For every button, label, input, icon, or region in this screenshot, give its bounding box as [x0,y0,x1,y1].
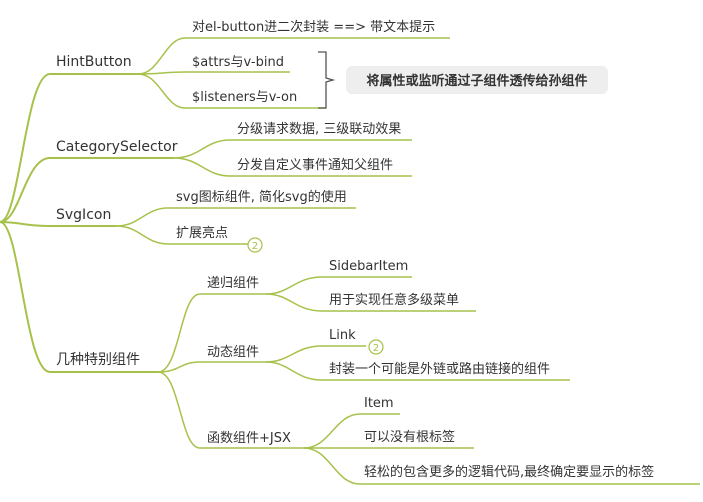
branch-categoryselector[interactable]: CategorySelector [56,139,178,155]
leaf-listeners-von[interactable]: $listeners与v-on [192,90,297,105]
leaf-dispatch-event[interactable]: 分发自定义事件通知父组件 [237,157,393,173]
link-badge[interactable]: 2 [368,339,384,355]
link-badge-count: 2 [373,343,379,354]
leaf-attrs-vbind[interactable]: $attrs与v-bind [192,55,284,70]
summary-node[interactable]: 将属性或监听通过子组件透传给孙组件 [346,66,608,94]
leaf-svg-component[interactable]: svg图标组件, 简化svg的使用 [176,189,347,205]
leaf-no-root-tag[interactable]: 可以没有根标签 [364,429,455,445]
leaf-wrap-link[interactable]: 封装一个可能是外链或路由链接的组件 [329,361,550,377]
leaf-labels: 对el-button进二次封装 ==> 带文本提示 $attrs与v-bind … [176,19,654,480]
branch-connectors [0,73,174,373]
leaf-sidebar-item[interactable]: SidebarItem [329,259,408,274]
connector-hintbutton [0,73,138,223]
connector-special [0,221,158,373]
node-dynamic[interactable]: 动态组件 [207,345,259,360]
connector-categoryselector [0,157,174,223]
summary-bracket [318,51,336,109]
branch-special-components[interactable]: 几种特别组件 [56,352,140,368]
leaf-secondary-wrap[interactable]: 对el-button进二次封装 ==> 带文本提示 [192,19,435,35]
svgicon-badge-count: 2 [252,241,258,252]
node-recursive[interactable]: 递归组件 [207,276,259,291]
leaf-tiered-request[interactable]: 分级请求数据, 三级联动效果 [237,122,401,137]
sub-connectors [115,37,700,485]
svgicon-badge[interactable]: 2 [246,237,263,253]
node-functional[interactable]: 函数组件+JSX [207,431,291,446]
leaf-extension-highlights[interactable]: 扩展亮点 [176,225,228,241]
main-branch-labels: HintButton CategorySelector SvgIcon 几种特别… [56,54,178,368]
summary-text: 将属性或监听通过子组件透传给孙组件 [366,73,587,89]
connector-svgicon [0,221,116,227]
branch-svgicon[interactable]: SvgIcon [56,207,111,223]
leaf-item[interactable]: Item [364,396,394,411]
leaf-more-logic[interactable]: 轻松的包含更多的逻辑代码,最终确定要显示的标签 [364,464,654,480]
leaf-link[interactable]: Link [329,328,356,343]
branch-hintbutton[interactable]: HintButton [56,54,132,70]
leaf-multilevel-menu[interactable]: 用于实现任意多级菜单 [329,292,459,308]
